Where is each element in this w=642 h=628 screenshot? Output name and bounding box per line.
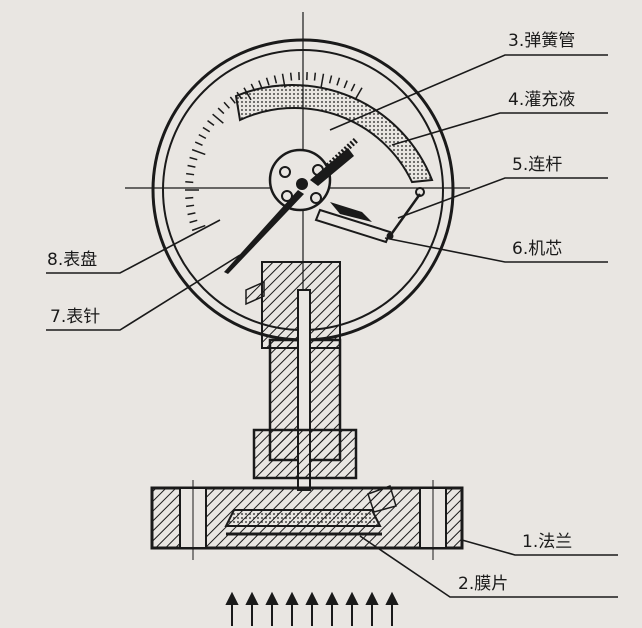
gauge-pointer <box>224 190 304 274</box>
pressure-arrow-head <box>225 591 239 605</box>
dial-tick <box>186 172 195 176</box>
pressure-arrow-head <box>305 591 319 605</box>
label-dial: 8.表盘 <box>47 250 98 270</box>
dial-tick <box>328 75 333 84</box>
movement-pivot <box>296 178 308 190</box>
label-linkage: 5.连杆 <box>512 155 563 175</box>
pressure-arrow-head <box>265 591 279 605</box>
dial-tick <box>265 77 270 86</box>
dial-tick <box>273 75 278 84</box>
dial-tick <box>354 87 363 101</box>
dial-tick <box>350 83 356 92</box>
pressure-arrow-head <box>365 591 379 605</box>
dial-tick <box>189 219 198 224</box>
dial-tick <box>194 141 203 146</box>
dial-tick <box>186 204 195 208</box>
pressure-arrow-head <box>345 591 359 605</box>
bourdon-tube <box>234 83 434 184</box>
dial-tick <box>187 212 196 216</box>
leader-lines <box>46 54 618 598</box>
pressure-arrows <box>225 591 399 626</box>
movement-hole-3 <box>281 190 293 202</box>
leader-pointer <box>46 254 241 331</box>
dial-tick <box>336 77 341 86</box>
linkage-bracket <box>330 202 372 222</box>
leader-bourdon-tube <box>329 54 608 131</box>
dial-tick <box>185 181 194 184</box>
dial-tick <box>187 164 196 168</box>
dial-tick <box>191 148 206 156</box>
dial-tick <box>185 196 194 199</box>
leader-diaphragm <box>359 535 618 598</box>
label-fill-fluid: 4.灌充液 <box>508 90 576 110</box>
leader-linkage <box>397 177 608 219</box>
dial-tick <box>258 80 263 89</box>
leader-movement <box>384 237 608 263</box>
connection-nut <box>252 428 358 480</box>
dial-tick <box>191 224 206 232</box>
pressure-arrow-head <box>325 591 339 605</box>
dial-tick <box>207 120 215 126</box>
dial-tick <box>289 72 293 81</box>
pressure-arrow-head <box>245 591 259 605</box>
dial-tick <box>198 133 207 140</box>
movement-hole-4 <box>310 192 322 204</box>
label-movement: 6.机芯 <box>512 239 563 259</box>
fill-plug <box>367 485 397 513</box>
side-channel <box>245 280 265 306</box>
leader-flange <box>461 539 618 556</box>
pressure-arrow-head <box>385 591 399 605</box>
dial-tick <box>223 101 230 109</box>
dial-tick <box>217 107 225 115</box>
label-flange: 1.法兰 <box>522 532 573 552</box>
dial-tick <box>189 156 198 161</box>
dial-tick <box>313 72 317 81</box>
linkage-pin <box>386 232 394 240</box>
dial-tick <box>202 126 211 133</box>
diaphragm-chamber <box>224 509 382 527</box>
label-bourdon-tube: 3.弹簧管 <box>508 31 576 51</box>
movement-hole-1 <box>279 166 291 178</box>
dial-tick <box>343 80 348 89</box>
label-diaphragm: 2.膜片 <box>458 574 509 594</box>
dial-tick <box>229 96 236 104</box>
linkage-arm <box>314 208 392 244</box>
dial-tick <box>212 113 224 124</box>
leader-dial <box>46 219 221 274</box>
leader-fill-fluid <box>391 112 608 146</box>
dial-tick <box>320 73 325 88</box>
label-pointer: 7.表针 <box>50 307 101 327</box>
gear-sector <box>310 148 354 186</box>
pressure-arrow-head <box>285 591 299 605</box>
